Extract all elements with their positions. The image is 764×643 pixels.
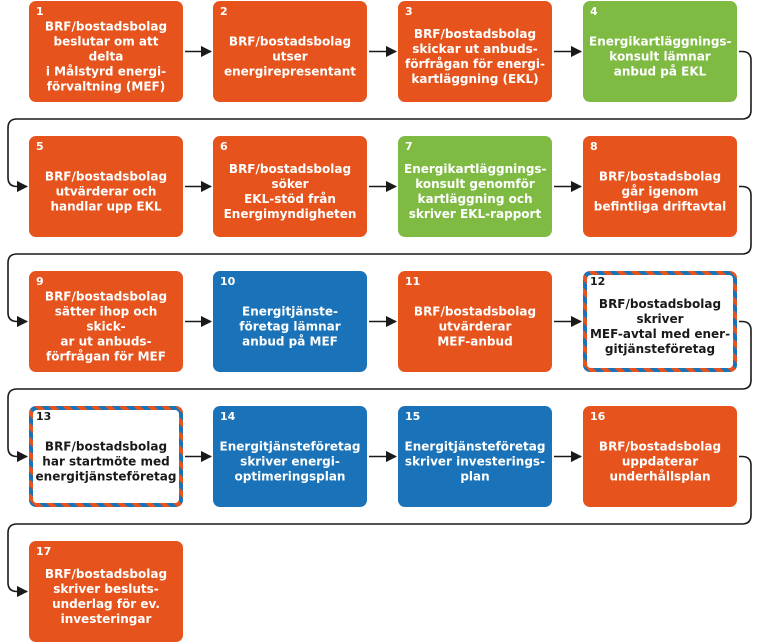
step-number: 6	[220, 140, 228, 153]
step-label: Energitjänste- företag lämnar anbud på M…	[239, 304, 341, 348]
step-number: 17	[36, 545, 52, 558]
arrow-16-to-17	[7, 455, 752, 598]
step-label: BRF/bostadsbolag utser energirepresentan…	[223, 34, 357, 78]
step-number: 10	[220, 275, 236, 288]
step-number: 13	[36, 410, 52, 423]
step-label: Energikartläggnings- konsult lämnar anbu…	[589, 34, 732, 78]
step-number: 5	[36, 140, 44, 153]
step-label: BRF/bostadsbolag utvärderar och handlar …	[44, 169, 168, 213]
step-number: 15	[405, 410, 421, 423]
step-number: 4	[590, 5, 598, 18]
arrow-8-to-9	[7, 185, 752, 328]
step-number: 12	[590, 275, 606, 288]
step-label: BRF/bostadsbolag utvärderar MEF-anbud	[413, 304, 537, 348]
arrow-12-to-13	[7, 320, 752, 463]
step-label: BRF/bostadsbolag söker EKL-stöd från Ene…	[223, 161, 357, 221]
step-number: 8	[590, 140, 598, 153]
step-number: 14	[220, 410, 236, 423]
step-label: BRF/bostadsbolag skriver besluts- underl…	[44, 566, 168, 626]
step-label: BRF/bostadsbolag går igenom befintliga d…	[593, 169, 727, 213]
step-label: BRF/bostadsbolag skickar ut anbuds- förf…	[404, 26, 545, 86]
step-number: 2	[220, 5, 228, 18]
step-number: 16	[590, 410, 606, 423]
step-number: 7	[405, 140, 413, 153]
step-label: Energitjänsteföretag skriver energi- opt…	[219, 439, 361, 483]
step-number: 3	[405, 5, 413, 18]
step-label: BRF/bostadsbolag skriver MEF-avtal med e…	[589, 296, 731, 356]
step-number: 11	[405, 275, 421, 288]
step-number: 9	[36, 275, 44, 288]
step-label: BRF/bostadsbolag uppdaterar underhållspl…	[598, 439, 722, 483]
step-label: Energikartläggnings- konsult genomför ka…	[404, 161, 547, 221]
arrow-4-to-5	[7, 50, 752, 193]
step-number: 1	[36, 5, 44, 18]
step-label: BRF/bostadsbolag har startmöte med energ…	[35, 439, 177, 483]
step-label: BRF/bostadsbolag beslutar om att delta i…	[44, 19, 168, 93]
step-label: BRF/bostadsbolag sätter ihop och skick- …	[44, 289, 168, 363]
step-label: Energitjänsteföretag skriver investering…	[404, 439, 546, 483]
